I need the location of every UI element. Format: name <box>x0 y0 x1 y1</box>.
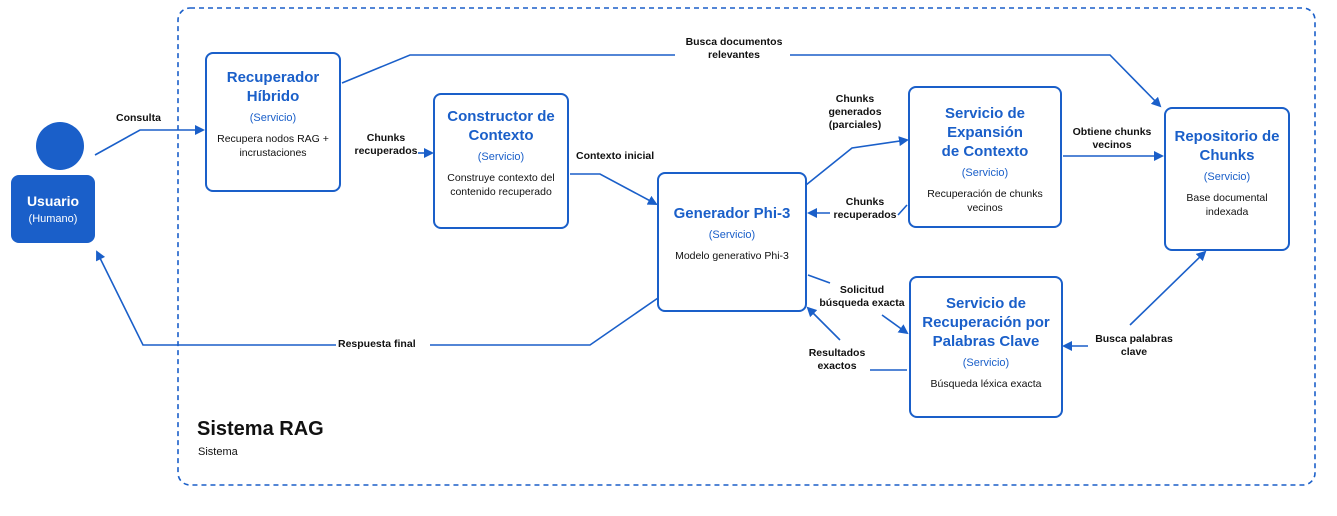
edge-label-text: clave <box>1120 346 1148 358</box>
edge-chunks-recuperados-2 <box>897 204 908 216</box>
node-type: (Servicio) <box>1203 171 1251 183</box>
edge-label-text: Busca documentos <box>685 36 783 48</box>
user-type: (Humano) <box>28 213 78 225</box>
edge-consulta <box>94 125 205 156</box>
edge-label-text: Consulta <box>116 112 161 124</box>
edge-label-text: Resultados <box>808 347 866 359</box>
node-title: Contexto <box>468 127 534 144</box>
edge-label-text: recuperados <box>833 209 897 221</box>
node-desc: contenido recuperado <box>450 186 552 198</box>
node-type: (Servicio) <box>708 229 756 241</box>
edge-label-text: relevantes <box>708 49 760 61</box>
node-expansion-contexto[interactable]: Servicio de Expansión de Contexto (Servic… <box>908 86 1062 228</box>
node-desc: Base documental <box>1186 192 1268 204</box>
edge-label-contexto-inicial: Contexto inicial <box>576 150 654 163</box>
system-type: Sistema <box>198 446 238 458</box>
node-desc: incrustaciones <box>239 147 307 159</box>
edge-chunks-generados <box>805 136 909 186</box>
node-desc: vecinos <box>967 202 1003 214</box>
edge-label-text: Contexto inicial <box>576 150 655 162</box>
node-type: (Servicio) <box>962 357 1010 369</box>
edge-label-text: Respuesta final <box>338 338 416 350</box>
user-name: Usuario <box>26 193 80 209</box>
node-desc: Recuperación de chunks <box>927 188 1043 200</box>
node-desc: Construye contexto del <box>447 172 555 184</box>
node-generador-phi3[interactable]: Generador Phi-3 (Servicio) Modelo genera… <box>657 172 807 312</box>
node-title: Recuperación por <box>922 314 1050 331</box>
node-title: Recuperador <box>226 69 320 86</box>
edge-label-text: Busca palabras <box>1095 333 1173 345</box>
node-title: Chunks <box>1199 147 1255 164</box>
node-title: Servicio de <box>945 295 1027 312</box>
edge-label-text: (parciales) <box>828 119 882 131</box>
edge-label-text: Obtiene chunks <box>1072 126 1152 138</box>
node-repositorio-chunks[interactable]: Repositorio de Chunks (Servicio) Base doc… <box>1164 107 1290 251</box>
node-title: Palabras Clave <box>932 333 1040 350</box>
user-head-icon <box>36 122 84 170</box>
edge-label-text: generados <box>828 106 882 118</box>
node-type: (Servicio) <box>477 151 525 163</box>
node-title: Repositorio de <box>1174 128 1280 145</box>
edge-busca-documentos <box>341 54 675 84</box>
edge-label-text: Chunks <box>366 132 406 144</box>
edge-label-text: Chunks <box>845 196 885 208</box>
node-type: (Servicio) <box>961 167 1009 179</box>
node-title: Híbrido <box>246 88 300 105</box>
system-boundary <box>177 7 1316 486</box>
edge-solicitud <box>807 274 831 284</box>
node-constructor-contexto[interactable]: Constructor de Contexto (Servicio) Constr… <box>433 93 569 229</box>
edge-respuesta-final <box>430 297 659 346</box>
node-title: Servicio de Expansión <box>944 105 1026 141</box>
edge-label-text: Solicitud <box>839 284 885 296</box>
node-desc: Búsqueda léxica exacta <box>930 378 1042 390</box>
user-actor[interactable]: Usuario (Humano) <box>11 175 95 243</box>
edge-label-text: búsqueda exacta <box>819 297 905 309</box>
edge-label-text: vecinos <box>1092 139 1132 151</box>
node-desc: Recupera nodos RAG + <box>217 133 329 145</box>
node-desc: Modelo generativo Phi-3 <box>675 250 789 262</box>
node-desc: indexada <box>1205 206 1249 218</box>
node-title: Generador Phi-3 <box>673 205 791 222</box>
edge-contexto-inicial <box>570 173 658 205</box>
edge-label-consulta: Consulta <box>116 112 161 125</box>
edge-label-text: recuperados <box>354 145 418 157</box>
edge-label-text: exactos <box>817 360 857 372</box>
edge-label-text: Chunks <box>835 93 875 105</box>
edge-label-respuesta-final: Respuesta final <box>338 338 416 351</box>
node-type: (Servicio) <box>249 112 297 124</box>
system-title: Sistema RAG <box>197 418 324 440</box>
node-title: de Contexto <box>941 143 1029 160</box>
node-title: Constructor de <box>447 108 555 125</box>
